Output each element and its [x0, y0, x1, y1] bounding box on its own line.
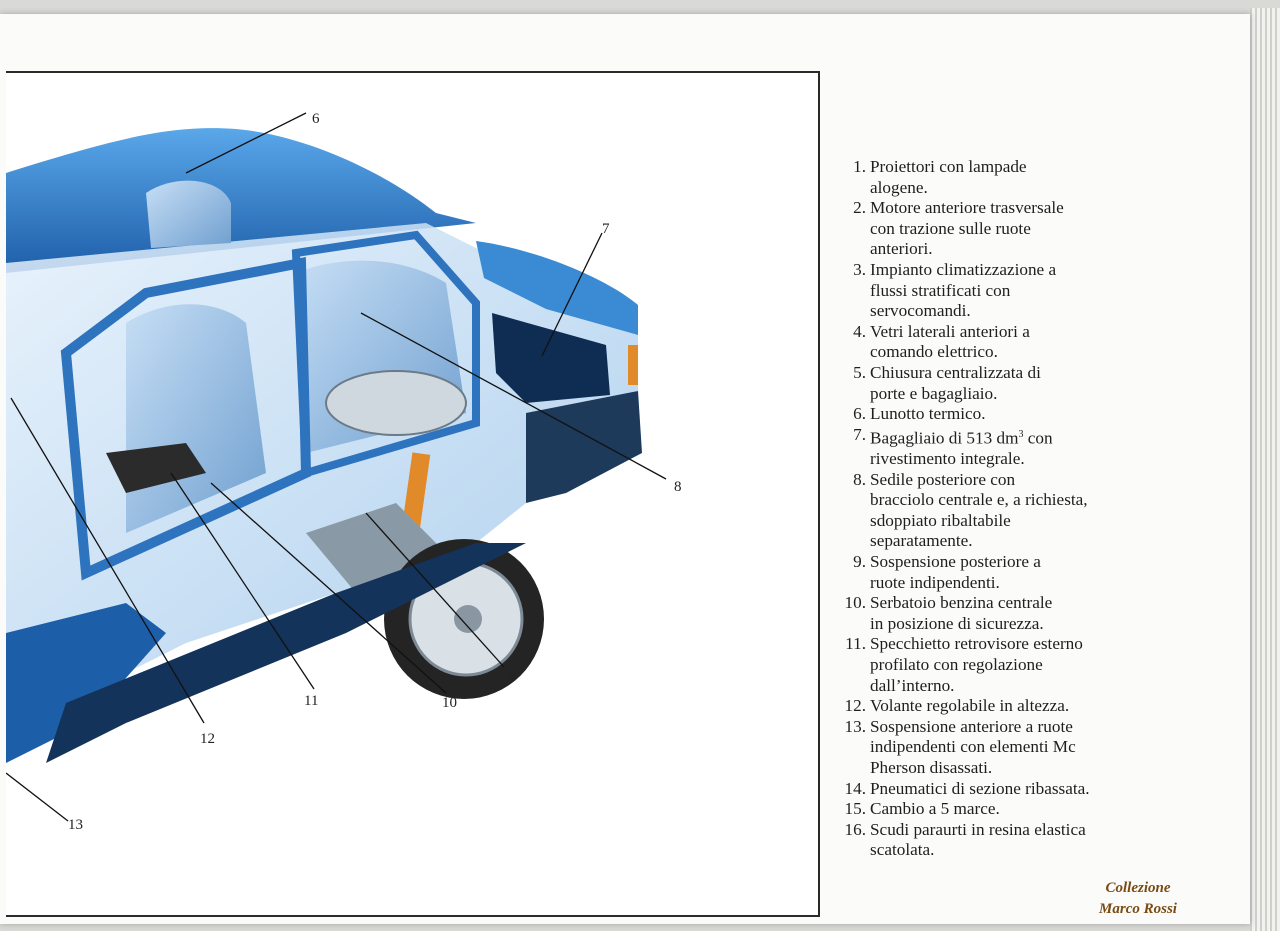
car-cutaway-figure: 6 7 8 9 10 11 12 13	[6, 71, 820, 917]
legend-item: 16.Scudi paraurti in resina elastica sca…	[836, 820, 1136, 861]
collection-watermark: Collezione Marco Rossi	[1080, 878, 1196, 920]
legend-item: 11.Specchietto retrovisore esterno profi…	[836, 634, 1136, 696]
callout-10: 10	[442, 695, 457, 711]
legend-item-text: Lunotto termico.	[870, 404, 986, 424]
legend-item-number: 1.	[853, 157, 866, 176]
callout-11: 11	[304, 693, 318, 709]
legend-item-text: Impianto climatizzazione a flussi strati…	[870, 259, 1057, 321]
legend-item-number: 14.	[844, 778, 866, 798]
headrest	[146, 180, 231, 248]
legend-item-number: 12.	[844, 696, 866, 716]
leader-6	[185, 112, 307, 174]
legend-item-number: 3.	[853, 259, 866, 279]
leader-9	[365, 512, 505, 668]
legend-item-text: Cambio a 5 marce.	[870, 799, 1000, 819]
leader-10	[210, 482, 447, 694]
trunk-cavity	[492, 313, 610, 403]
callout-6: 6	[312, 111, 320, 127]
leader-11	[170, 472, 315, 690]
legend-item-number: 7.	[853, 424, 866, 444]
legend-item-text: Specchietto retrovisore esterno profilat…	[870, 634, 1083, 695]
side-sill	[46, 543, 526, 763]
spare-wheel	[325, 370, 467, 436]
car-roof	[6, 128, 476, 273]
cubic-superscript: 3	[1018, 428, 1024, 440]
legend-item-text: Proiettori con lampade alogene.	[870, 157, 1027, 197]
legend-item-text: Serbatoio benzina centrale in posizione …	[870, 593, 1053, 633]
callout-9: 9	[508, 668, 516, 684]
collection-line-1: Collezione	[1105, 880, 1171, 896]
taillight	[628, 345, 638, 385]
callout-8: 8	[674, 479, 682, 495]
brochure-page: 6 7 8 9 10 11 12 13 1.Proiettori con lam…	[0, 14, 1250, 924]
legend-item: 7.Bagagliaio di 513 dm3 con rivestimento…	[836, 425, 1136, 470]
legend-item-text-start: Bagagliaio di 513 dm	[870, 428, 1019, 448]
legend-item-text: Motore anteriore trasversale con trazion…	[870, 198, 1064, 259]
callout-leader-lines	[6, 112, 667, 822]
legend-item: 8.Sedile posteriore con bracciolo centra…	[836, 470, 1136, 552]
callout-12: 12	[200, 731, 215, 747]
car-cutaway-illustration: 6 7 8 9 10 11 12 13	[6, 111, 682, 833]
legend-item-text-end: con rivestimento integrale.	[870, 428, 1053, 469]
rear-door-frame	[291, 230, 480, 479]
legend-item-number: 4.	[853, 321, 866, 341]
legend-item: 9.Sospensione posteriore a ruote indipen…	[836, 552, 1136, 593]
legend-item: 10.Serbatoio benzina centrale in posizio…	[836, 593, 1136, 634]
legend-item: 1.Proiettori con lampade alogene.	[836, 157, 1136, 198]
legend-item-text: Vetri laterali anteriori a comando elett…	[870, 321, 1030, 362]
legend-item: 2.Motore anteriore trasversale con trazi…	[836, 198, 1136, 260]
side-mirror	[106, 443, 206, 493]
leader-12	[10, 397, 205, 724]
legend-item: 6.Lunotto termico.	[836, 404, 1136, 425]
leader-13	[6, 772, 69, 822]
callout-7: 7	[602, 221, 610, 237]
legend-item-number: 6.	[853, 404, 866, 424]
legend-item-number: 16.	[844, 819, 866, 839]
legend-item: 15.Cambio a 5 marce.	[836, 799, 1136, 820]
rear-wheel-hub	[454, 605, 482, 633]
legend-item-number: 13.	[844, 716, 866, 736]
legend-item-number: 9.	[853, 552, 866, 572]
legend-item-text: Sedile posteriore con bracciolo centrale…	[870, 469, 1088, 551]
legend-item-text: Sospensione anteriore a ruote indipenden…	[870, 716, 1076, 777]
trunk-lid	[476, 241, 638, 335]
legend-item-text: Volante regolabile in altezza.	[870, 696, 1070, 716]
legend-item-number: 5.	[853, 362, 866, 382]
page-edge-stack	[1250, 8, 1280, 931]
legend-item-text: Sospensione posteriore a ruote indipende…	[870, 552, 1041, 592]
legend-item-number: 8.	[853, 469, 866, 489]
legend-item: 3.Impianto climatizzazione a flussi stra…	[836, 260, 1136, 322]
legend-item: 5.Chiusura centralizzata di porte e baga…	[836, 363, 1136, 404]
legend-item-text: Pneumatici di sezione ribassata.	[870, 778, 1090, 798]
legend-item-text: Chiusura centralizzata di porte e bagagl…	[870, 362, 1041, 403]
fuel-tank	[306, 503, 446, 593]
legend-item: 4.Vetri laterali anteriori a comando ele…	[836, 322, 1136, 363]
legend-item-number: 2.	[853, 198, 866, 218]
legend-item-text: Bagagliaio di 513 dm3 con rivestimento i…	[870, 425, 1136, 470]
legend-item-number: 15.	[844, 799, 866, 819]
collection-line-2: Marco Rossi	[1099, 901, 1177, 917]
legend-item-text: Scudi paraurti in resina elastica scatol…	[870, 819, 1086, 860]
callout-13: 13	[68, 817, 83, 833]
legend-item: 14.Pneumatici di sezione ribassata.	[836, 779, 1136, 800]
feature-legend-list: 1.Proiettori con lampade alogene. 2.Moto…	[836, 157, 1136, 861]
legend-item-number: 11.	[845, 634, 866, 654]
legend-item: 13.Sospensione anteriore a ruote indipen…	[836, 717, 1136, 779]
legend-item-number: 10.	[844, 593, 866, 613]
leader-8	[360, 312, 667, 480]
front-lower-body	[6, 603, 166, 763]
legend-item: 12.Volante regolabile in altezza.	[836, 696, 1136, 717]
leader-7	[541, 232, 603, 357]
